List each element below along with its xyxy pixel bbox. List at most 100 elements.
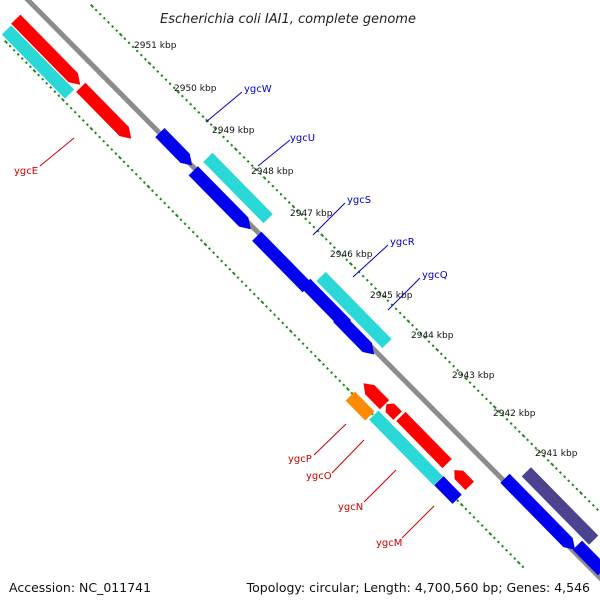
ruler-tick (505, 548, 509, 552)
ruler-tick (411, 323, 415, 327)
ruler-tick (4, 40, 8, 44)
ruler-tick (546, 458, 550, 462)
ruler-tick (151, 189, 154, 193)
feature-blue-7-shape (500, 473, 576, 550)
ruler-tick (480, 524, 484, 527)
ruler-tick (179, 218, 183, 222)
ruler-tick (345, 258, 349, 262)
ruler-tick (382, 295, 386, 299)
ruler-tick (142, 181, 146, 184)
ruler-tick (180, 94, 184, 98)
ruler-tick (427, 340, 431, 344)
ruler-tick (415, 327, 419, 331)
ruler-tick (212, 251, 216, 255)
feature-red-4-shape (385, 403, 402, 420)
ruler-tick (248, 288, 252, 292)
ruler-tick (330, 371, 334, 375)
ruler-tick (176, 90, 181, 94)
ruler-tick (521, 565, 525, 569)
feature-blue-3 (252, 231, 312, 293)
ruler-tick (256, 296, 260, 300)
ruler-tick (275, 188, 279, 192)
ruler-tick (65, 102, 69, 106)
ruler-tick (203, 242, 208, 247)
ruler-tick (172, 86, 176, 90)
ruler-tick (32, 68, 37, 73)
feature-red-3 (363, 383, 390, 410)
ruler-tick (452, 364, 456, 368)
ruler-tick (110, 147, 114, 151)
ruler-tick (106, 143, 110, 147)
ruler-tick (106, 20, 110, 24)
feature-blue-3-shape (252, 231, 312, 293)
gene-label-ygcR: ygcR (390, 237, 415, 248)
ruler-tick (115, 29, 119, 33)
ruler-tick (579, 491, 583, 496)
ruler-tick (287, 200, 291, 204)
ruler-tick (489, 401, 493, 405)
ruler-tick (291, 204, 296, 209)
ruler-tick (16, 52, 20, 56)
ruler-tick (530, 442, 534, 446)
ruler-tick (285, 325, 289, 329)
ruler-tick (439, 352, 443, 356)
ruler-tick (472, 385, 476, 389)
feature-red-2 (76, 82, 132, 139)
leader-ygcP (313, 423, 347, 456)
ruler-tick (57, 94, 61, 98)
feature-blue-5 (333, 312, 375, 355)
ruler-tick (262, 175, 267, 180)
ruler-tick (521, 433, 526, 438)
ruler-tick (90, 4, 94, 8)
leader-ygcN (363, 469, 397, 503)
ruler-tick (571, 483, 575, 487)
feature-dark (521, 467, 599, 545)
ruler-tick (374, 286, 378, 290)
gene-label-ygcM: ygcM (376, 538, 402, 549)
ruler-tick (167, 205, 171, 209)
feature-blue-2-shape (188, 166, 251, 230)
ruler-tick (448, 360, 451, 364)
ruler-tick (338, 379, 342, 383)
kbp-label-2946: 2946 kbp (330, 250, 373, 260)
ruler-tick (183, 222, 187, 226)
feature-cyan-1-shape (1, 25, 75, 99)
feature-blue-8-shape (572, 540, 600, 576)
ruler-tick (468, 511, 472, 515)
ruler-tick (550, 462, 555, 467)
ruler-tick (250, 164, 254, 168)
leader-ygcM (401, 505, 435, 539)
ruler-tick (73, 110, 77, 114)
ruler-tick (281, 321, 285, 325)
leader-ygcQ (387, 277, 421, 311)
ruler-tick (509, 552, 513, 556)
ruler-tick (189, 102, 193, 106)
ruler-tick (217, 131, 221, 135)
feature-blue-2 (188, 166, 251, 230)
feature-cyan-1 (1, 25, 75, 99)
ruler-tick (321, 362, 325, 366)
ruler-tick (406, 319, 411, 324)
gene-label-ygcN: ygcN (338, 502, 363, 513)
ruler-tick (341, 254, 345, 258)
feature-red-5-shape (396, 411, 452, 469)
feature-blue-4 (301, 278, 351, 330)
ruler-tick (163, 201, 167, 205)
ruler-tick (111, 24, 115, 28)
ruler-tick (538, 450, 542, 454)
ruler-tick (505, 417, 509, 421)
ruler-tick (309, 350, 313, 354)
ruler-tick (501, 544, 504, 548)
ruler-tick (122, 160, 126, 164)
ruler-tick (118, 32, 123, 37)
ruler-tick (324, 237, 328, 241)
ruler-tick (197, 110, 201, 114)
ruler-tick (193, 106, 197, 110)
leader-ygcS (312, 202, 346, 236)
ruler-tick (583, 495, 587, 499)
accession-text: Accession: NC_011741 (9, 580, 152, 595)
ruler-tick (348, 261, 353, 266)
feature-cyan-2 (203, 152, 273, 224)
